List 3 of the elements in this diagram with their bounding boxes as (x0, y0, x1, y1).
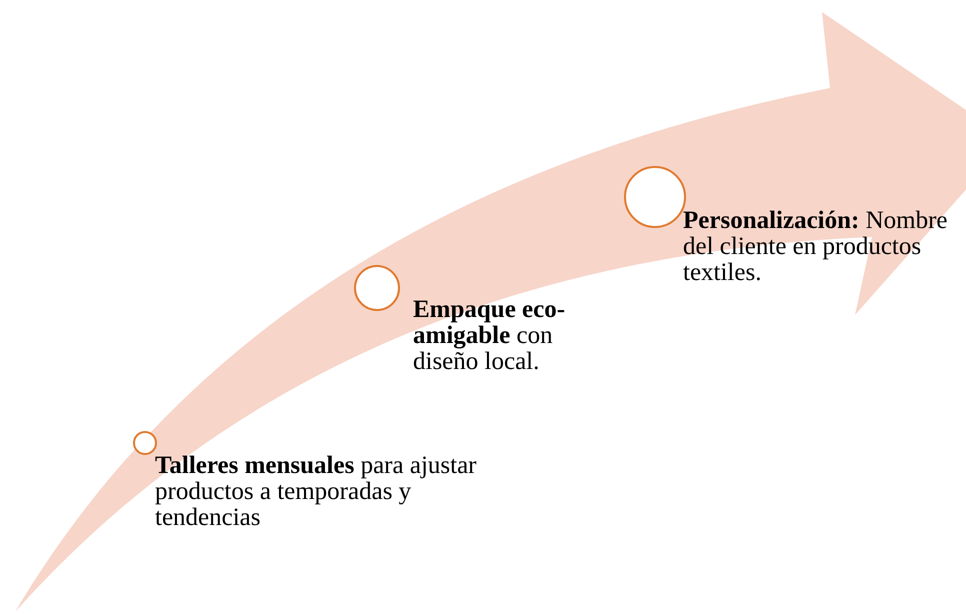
step-text: Personalización: Nombre del cliente en productos textiles. (683, 208, 949, 286)
step-text: Empaque eco-amigable con diseño local. (413, 297, 566, 375)
step-text: Talleres mensuales para ajustar productos a temporadas y tendencias (155, 453, 478, 531)
